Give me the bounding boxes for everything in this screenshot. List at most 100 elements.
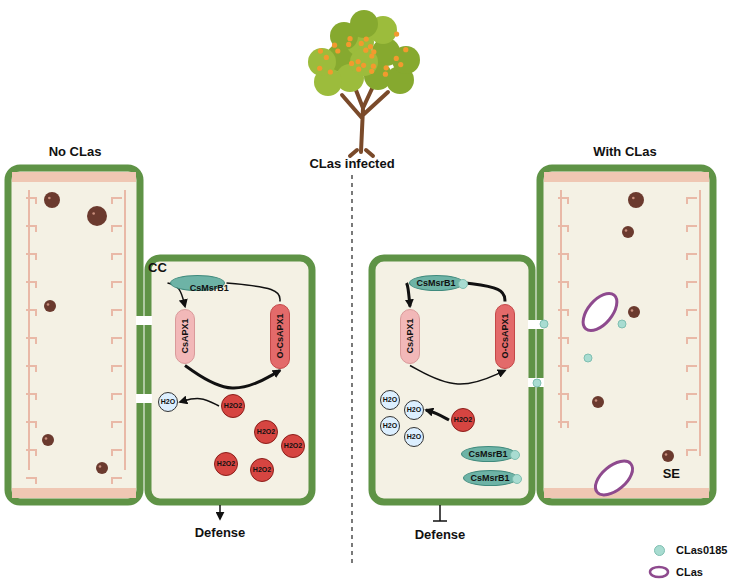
plastid <box>87 206 107 226</box>
er-branch <box>112 310 122 316</box>
clas-bacterium <box>589 455 638 502</box>
protein-pill: O-CsAPX1 <box>495 304 515 369</box>
er-strand <box>699 190 701 456</box>
effector-dot <box>533 379 541 387</box>
effector-dot <box>512 474 522 484</box>
er-branch <box>687 310 697 316</box>
plastid <box>662 450 674 462</box>
cell-label: CC <box>148 261 167 276</box>
node-text: H2O2 <box>253 466 271 474</box>
er-branch <box>687 450 697 456</box>
plastid-granule <box>625 229 628 232</box>
node-text: H2O <box>407 406 421 414</box>
panel-heading: CLas infected <box>309 156 394 171</box>
er-branch <box>26 366 36 372</box>
node-text: H2O2 <box>454 416 472 424</box>
er-branch <box>26 198 36 204</box>
defense-arrow <box>219 505 221 519</box>
er-branch <box>112 226 122 232</box>
er-branch <box>112 478 122 484</box>
fruit <box>328 69 333 74</box>
plastid <box>628 192 644 208</box>
node-text: H2O <box>407 433 421 441</box>
clas-bacteria <box>577 287 639 501</box>
protein-pill: O-CsAPX1 <box>270 304 290 369</box>
er-branch <box>112 338 122 344</box>
fruit <box>346 42 351 47</box>
plastids <box>42 192 674 474</box>
fruit <box>368 44 373 49</box>
fruit <box>347 36 352 41</box>
node-text: CsMsrB1 <box>470 473 509 483</box>
plastid-granule <box>595 399 598 402</box>
effector-dot <box>540 320 548 328</box>
protein-pill: CsAPX1 <box>400 309 420 364</box>
fruit <box>359 41 364 46</box>
er-branch <box>112 282 122 288</box>
er-strand <box>28 190 30 470</box>
fruit <box>356 59 361 64</box>
fruit <box>394 31 399 36</box>
fruit <box>384 65 389 70</box>
plastid-granule <box>632 197 635 200</box>
protein-oval: CsMsrB1 <box>463 470 518 486</box>
er-branch <box>558 310 568 316</box>
plastid <box>96 462 108 474</box>
cell-region: CsMsrB1CsAPX1O-CsAPX1H2OH2O2H2O2H2O2H2O2… <box>148 258 312 502</box>
water-molecule: H2O <box>380 416 400 436</box>
legend-row: CLas0185 <box>648 539 727 561</box>
clas-bacterium <box>577 287 624 336</box>
fruit <box>383 72 388 77</box>
fruit <box>403 47 408 52</box>
node-text: O-CsAPX1 <box>500 313 510 358</box>
er-branch <box>558 198 568 204</box>
reaction-arrow <box>185 366 280 389</box>
sieve-plate <box>12 172 136 182</box>
er-branch <box>112 394 122 400</box>
fruit <box>398 62 403 67</box>
fruit <box>361 63 366 68</box>
plastid <box>628 306 640 318</box>
canopy-blob <box>392 46 420 74</box>
er-branch <box>26 310 36 316</box>
legend-text: CLas <box>676 566 703 578</box>
reaction-arrow <box>407 283 411 307</box>
fruit <box>318 48 323 53</box>
fruit <box>363 48 368 53</box>
plastid <box>622 226 634 238</box>
er-branch <box>26 478 36 484</box>
node-text: CsAPX1 <box>405 318 415 353</box>
legend: CLas0185CLas <box>648 539 727 583</box>
er-branch <box>26 226 36 232</box>
companion-cell <box>148 258 312 502</box>
fruit <box>394 56 399 61</box>
er-branch <box>687 366 697 372</box>
er-branch <box>112 422 122 428</box>
legend-row: CLas <box>648 561 727 583</box>
er-branch <box>112 254 122 260</box>
er-branch <box>26 394 36 400</box>
node-text: O-CsAPX1 <box>275 313 285 358</box>
node-text: H2O2 <box>257 428 275 436</box>
peroxide-molecule: H2O2 <box>281 434 305 458</box>
plastid-granule <box>631 309 634 312</box>
fruit <box>332 43 337 48</box>
panel-heading: No CLas <box>49 144 102 159</box>
er-branch <box>558 254 568 260</box>
reaction-arrow <box>466 283 506 302</box>
peroxide-molecule: H2O2 <box>221 394 245 418</box>
fruit <box>371 49 376 54</box>
effector-dot <box>584 354 592 362</box>
er-branch <box>558 282 568 288</box>
sieve-element-cell <box>540 168 713 502</box>
fruit <box>335 48 340 53</box>
er-branch <box>687 198 697 204</box>
fruit <box>369 69 374 74</box>
er-branch <box>26 254 36 260</box>
node-text: CsAPX1 <box>180 318 190 353</box>
plastid-granule <box>48 197 51 200</box>
er-branch <box>558 394 568 400</box>
node-text: CsMsrB1 <box>468 449 507 459</box>
